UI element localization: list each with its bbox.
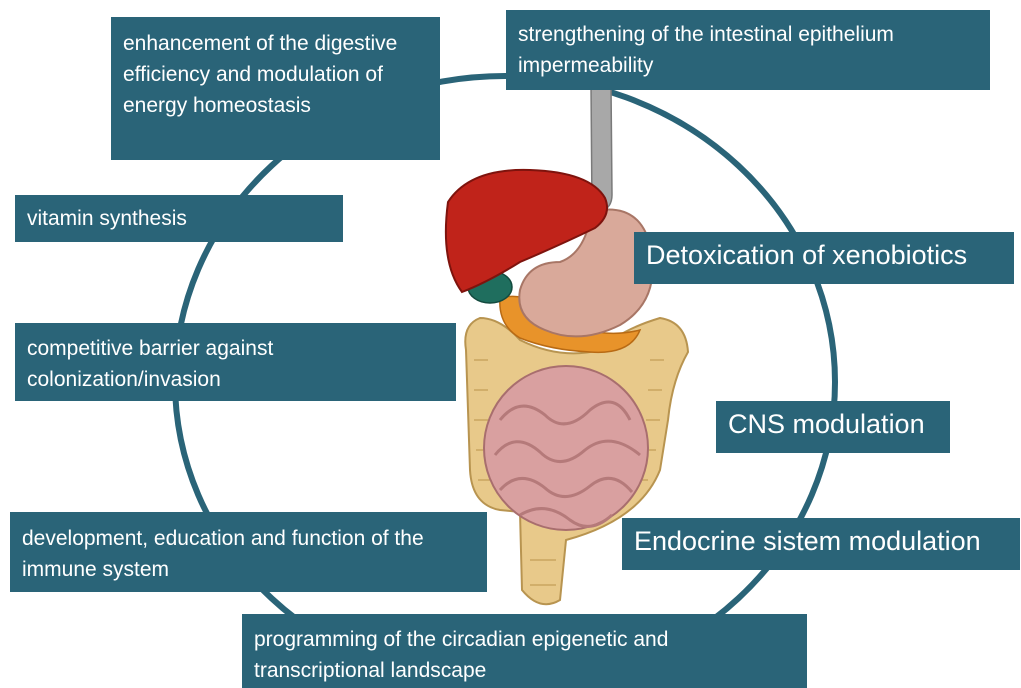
label-competitive-barrier: competitive barrier against colonization…: [15, 323, 456, 401]
label-epithelium-impermeability: strengthening of the intestinal epitheli…: [506, 10, 990, 90]
label-vitamin-synthesis: vitamin synthesis: [15, 195, 343, 242]
small-intestine-shape: [484, 366, 648, 530]
label-endocrine-modulation: Endocrine sistem modulation: [622, 518, 1020, 570]
label-detoxication-xenobiotics: Detoxication of xenobiotics: [634, 232, 1014, 284]
label-enhancement-digestive-efficiency: enhancement of the digestive efficiency …: [111, 17, 440, 160]
label-immune-system: development, education and function of t…: [10, 512, 487, 592]
label-cns-modulation: CNS modulation: [716, 401, 950, 453]
label-circadian-programming: programming of the circadian epigenetic …: [242, 614, 807, 688]
